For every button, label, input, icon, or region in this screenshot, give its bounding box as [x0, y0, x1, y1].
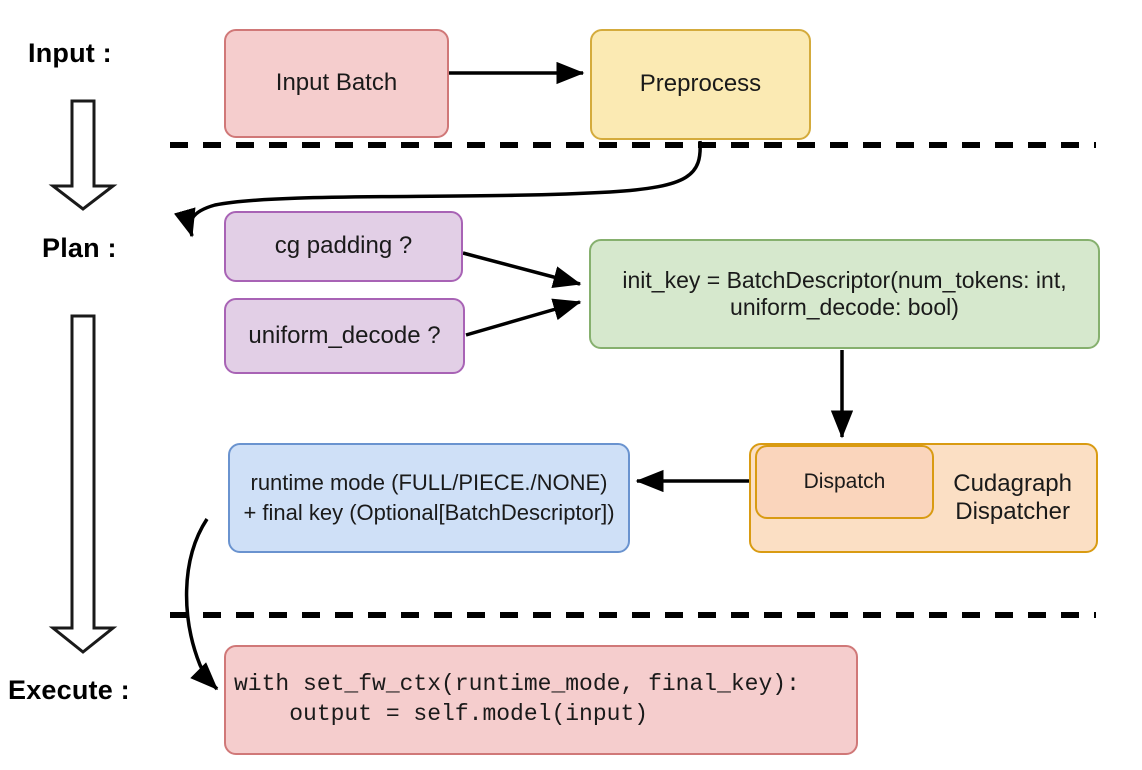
node-uniform-decode[interactable]: uniform_decode ?: [224, 298, 465, 374]
node-runtime-mode[interactable]: runtime mode (FULL/PIECE./NONE) + final …: [228, 443, 630, 553]
stage-arrow-input-plan: [48, 99, 118, 211]
stage-arrow-plan-execute: [48, 314, 118, 654]
stage-label-input: Input :: [28, 38, 112, 68]
stage-label-plan: Plan :: [42, 233, 117, 263]
edge-runtime-mode-to-execute: [184, 518, 219, 691]
edge-uniform-decode-to-init-key: [465, 298, 582, 337]
node-cg-padding[interactable]: cg padding ?: [224, 211, 463, 282]
node-execute-code[interactable]: with set_fw_ctx(runtime_mode, final_key)…: [224, 645, 858, 755]
node-dispatch[interactable]: Dispatch: [755, 445, 934, 519]
node-preprocess[interactable]: Preprocess: [590, 29, 811, 140]
stage-label-execute: Execute :: [8, 675, 130, 705]
edge-cg-padding-to-init-key: [462, 251, 582, 289]
node-input-batch[interactable]: Input Batch: [224, 29, 449, 138]
node-cudagraph-dispatcher-label: Cudagraph Dispatcher: [953, 469, 1072, 525]
node-init-key[interactable]: init_key = BatchDescriptor(num_tokens: i…: [589, 239, 1100, 349]
